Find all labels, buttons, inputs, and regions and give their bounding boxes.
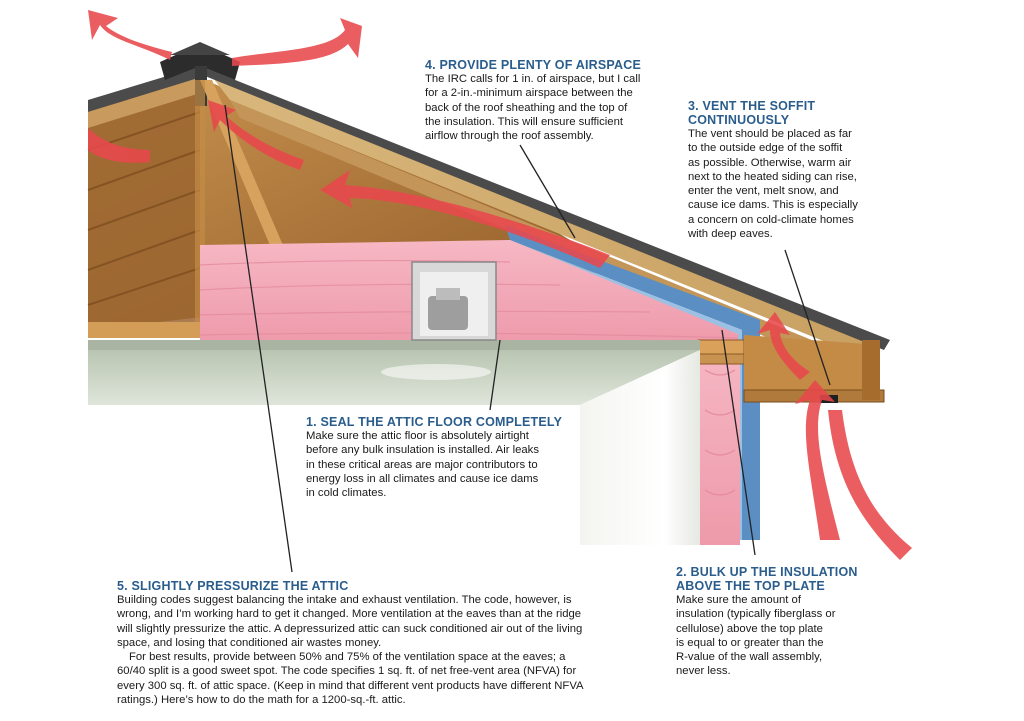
body-line: to the outside edge of the soffit	[688, 142, 843, 155]
body-line: in cold climates.	[306, 487, 387, 500]
body-line: in these critical areas are major contri…	[306, 458, 538, 471]
body-line: enter the vent, melt snow, and	[688, 185, 839, 198]
callout-provide-airspace: 4. PROVIDE PLENTY OF AIRSPACE The IRC ca…	[425, 58, 675, 143]
airflow-arrows	[88, 10, 912, 560]
ceiling	[88, 340, 700, 405]
body-line: back of the roof sheathing and the top o…	[425, 101, 628, 114]
callout-heading: 3. VENT THE SOFFIT CONTINUOUSLY	[688, 99, 893, 127]
body-line: cause ice dams. This is especially	[688, 199, 858, 212]
body-line: For best results, provide between 50% an…	[129, 651, 566, 664]
body-line: The vent should be placed as far	[688, 128, 852, 140]
body-line: 60/40 split is a good sweet spot. The co…	[117, 665, 577, 678]
callout-bulk-insulation: 2. BULK UP THE INSULATION ABOVE THE TOP …	[676, 565, 876, 679]
callout-vent-soffit: 3. VENT THE SOFFIT CONTINUOUSLY The vent…	[688, 99, 893, 241]
body-line: every 300 sq. ft. of attic space. (Keep …	[117, 679, 584, 692]
leader-lines	[224, 104, 831, 573]
body-line: insulation (typically fiberglass or	[676, 608, 836, 621]
callout-body: The vent should be placed as far to the …	[688, 127, 893, 241]
body-line: with deep eaves.	[688, 228, 773, 241]
callout-body: Make sure the amount of insulation (typi…	[676, 593, 876, 679]
interior-wall	[88, 350, 700, 545]
body-line: never less.	[676, 665, 731, 678]
attic-floor-plank	[88, 322, 200, 338]
body-line: wrong, and I’m working hard to get it ch…	[117, 608, 582, 621]
callout-pressurize-attic: 5. SLIGHTLY PRESSURIZE THE ATTIC Buildin…	[117, 579, 662, 707]
body-line: the insulation. This will ensure suffici…	[425, 115, 624, 128]
callout-body: Make sure the attic floor is absolutely …	[306, 429, 566, 500]
body-line: a concern on cold-climate homes	[688, 213, 854, 226]
callout-body: The IRC calls for 1 in. of airspace, but…	[425, 72, 675, 143]
heading-line: 3. VENT THE SOFFIT	[688, 99, 816, 113]
body-line: next to the heated siding can rise,	[688, 170, 857, 183]
body-line: The IRC calls for 1 in. of airspace, but…	[425, 73, 641, 85]
body-line: airflow through the roof assembly.	[425, 130, 594, 143]
body-line: is equal to or greater than the	[676, 636, 824, 649]
recessed-light	[381, 261, 497, 380]
callout-heading: 2. BULK UP THE INSULATION ABOVE THE TOP …	[676, 565, 876, 593]
wall-insulation	[700, 345, 740, 545]
top-plate	[697, 339, 745, 365]
vent-baffle	[505, 225, 760, 540]
callout-heading: 1. SEAL THE ATTIC FLOOR COMPLETELY	[306, 415, 563, 429]
body-line: R-value of the wall assembly,	[676, 651, 823, 664]
body-line: Make sure the attic floor is absolutely …	[306, 430, 529, 442]
callout-body: Building codes suggest balancing the int…	[117, 593, 662, 707]
body-line: energy loss in all climates and cause ic…	[306, 472, 539, 485]
heading-line: ABOVE THE TOP PLATE	[676, 579, 825, 593]
body-line: will slightly pressurize the attic. A de…	[117, 622, 583, 635]
body-line: as possible. Otherwise, warm air	[688, 156, 852, 169]
body-line: ratings.) Here’s how to do the math for …	[117, 694, 406, 707]
body-line: cellulose) above the top plate	[676, 622, 823, 635]
heading-line: CONTINUOUSLY	[688, 113, 790, 127]
body-line: before any bulk insulation is installed.…	[306, 444, 539, 457]
body-line: space, and losing that conditioned air w…	[117, 636, 382, 649]
ridge-vent	[160, 42, 240, 106]
callout-seal-attic-floor: 1. SEAL THE ATTIC FLOOR COMPLETELY Make …	[306, 415, 566, 500]
body-line: Make sure the amount of	[676, 594, 801, 606]
callout-heading: 5. SLIGHTLY PRESSURIZE THE ATTIC	[117, 579, 349, 593]
body-line: Building codes suggest balancing the int…	[117, 594, 572, 606]
heading-line: 2. BULK UP THE INSULATION	[676, 565, 858, 579]
body-line: for a 2-in.-minimum airspace between the	[425, 87, 633, 100]
callout-heading: 4. PROVIDE PLENTY OF AIRSPACE	[425, 58, 642, 72]
